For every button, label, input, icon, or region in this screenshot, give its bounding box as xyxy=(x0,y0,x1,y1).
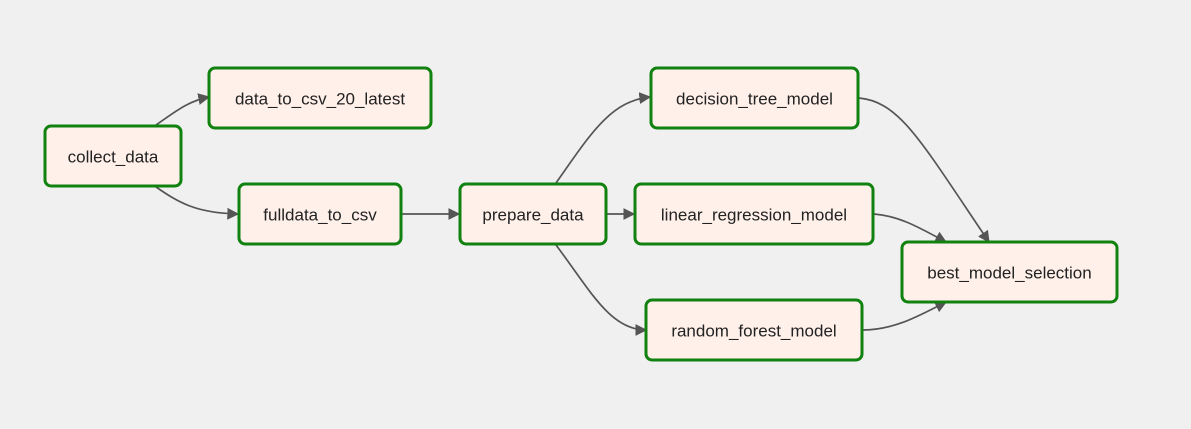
task-node-random_forest_model[interactable]: random_forest_model xyxy=(644,298,864,362)
edges-layer xyxy=(155,92,990,336)
edge-prepare_data-to-decision_tree_model xyxy=(555,92,652,184)
task-box[interactable] xyxy=(633,182,875,246)
edge-collect_data-to-data_to_csv_20_latest xyxy=(155,93,211,126)
task-box[interactable] xyxy=(43,124,183,188)
task-box[interactable] xyxy=(644,298,864,362)
task-node-decision_tree_model[interactable]: decision_tree_model xyxy=(649,66,860,130)
nodes-layer: collect_data data_to_csv_20_latestfulldat… xyxy=(43,66,1119,362)
task-node-fulldata_to_csv[interactable]: fulldata_to_csv xyxy=(237,182,403,246)
edge-linear_regression_model-to-best_model_selection xyxy=(873,213,948,243)
task-box[interactable] xyxy=(207,66,433,130)
edge-prepare_data-to-random_forest_model xyxy=(555,244,648,336)
task-box[interactable] xyxy=(237,182,403,246)
task-node-prepare_data[interactable]: prepare_data xyxy=(458,182,608,246)
edge-collect_data-to-fulldata_to_csv xyxy=(155,186,240,220)
task-box[interactable] xyxy=(900,240,1119,304)
task-node-best_model_selection[interactable]: best_model_selection xyxy=(900,240,1119,304)
task-box[interactable] xyxy=(649,66,860,130)
task-box[interactable] xyxy=(458,182,608,246)
task-node-collect_data[interactable]: collect_data xyxy=(43,124,183,188)
task-node-data_to_csv_20_latest[interactable]: data_to_csv_20_latest xyxy=(207,66,433,130)
task-node-linear_regression_model[interactable]: linear_regression_model xyxy=(633,182,875,246)
edge-random_forest_model-to-best_model_selection xyxy=(862,301,948,331)
edge-decision_tree_model-to-best_model_selection xyxy=(858,97,990,243)
